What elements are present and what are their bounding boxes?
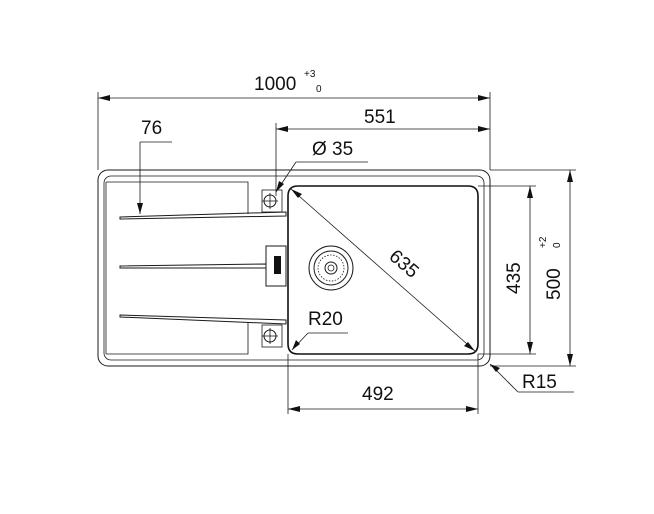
- arrowhead: [527, 342, 533, 354]
- arrowhead: [478, 95, 490, 101]
- arrowhead: [464, 342, 475, 351]
- dim-bowl-to-edge: 551: [276, 107, 490, 132]
- dim-inner-radius: R20: [291, 309, 348, 351]
- drain-center: [324, 261, 338, 275]
- tap-hole-top: [261, 189, 283, 213]
- dim-diagonal-line: [290, 188, 476, 352]
- overflow-frame: [265, 245, 287, 287]
- dim-tap-hole-value: Ø 35: [312, 139, 353, 160]
- dim-drainer-offset-value: 76: [141, 118, 162, 139]
- dim-overall-depth: 500 +2 0: [538, 170, 573, 366]
- tap-hole-bottom: [261, 324, 283, 348]
- dim-bowl-to-edge-value: 551: [364, 107, 396, 128]
- dim-bowl-depth: 435: [504, 186, 533, 354]
- bowl: [287, 185, 479, 355]
- drainer-groove-middle: [119, 263, 267, 269]
- drain-core: [327, 264, 335, 272]
- dim-diagonal-value: 635: [385, 246, 423, 283]
- dim-bowl-width: 492: [288, 384, 478, 412]
- dim-overall-width: 1000 +3 0: [98, 69, 490, 101]
- dim-bowl-depth-value: 435: [504, 262, 525, 294]
- overflow-slot: [274, 256, 281, 274]
- outer-contour: [97, 169, 491, 367]
- arrowhead: [292, 340, 300, 350]
- arrowhead: [276, 181, 284, 192]
- arrowhead: [466, 406, 478, 412]
- drainer-area: [105, 181, 287, 355]
- dim-overall-width-value: 1000: [254, 74, 296, 95]
- drain-strainer: [317, 254, 345, 282]
- arrowhead: [98, 95, 110, 101]
- dim-inner-radius-value: R20: [308, 309, 343, 330]
- dim-overall-depth-tol-upper: +2: [538, 236, 549, 248]
- drainer-groove-bottom: [119, 314, 287, 325]
- arrowhead: [527, 186, 533, 198]
- arrowhead: [567, 170, 573, 182]
- drainer-groove-top: [119, 211, 287, 220]
- drainer-bottom-edge: [106, 322, 249, 355]
- arrowhead: [291, 189, 302, 198]
- arrowhead: [478, 126, 490, 132]
- dim-overall-depth-value: 500: [544, 268, 565, 300]
- arrowhead: [567, 354, 573, 366]
- sink-outline: [97, 169, 491, 367]
- arrowhead: [490, 364, 500, 372]
- dim-overall-width-tol-upper: +3: [304, 69, 316, 80]
- arrowhead: [288, 406, 300, 412]
- dim-bowl-width-value: 492: [362, 384, 394, 405]
- dim-drainer-offset: 76: [137, 118, 172, 214]
- inner-contour: [103, 175, 485, 361]
- arrowhead: [137, 203, 143, 214]
- extension-lines: [97, 92, 576, 414]
- dim-outer-radius-value: R15: [522, 372, 557, 393]
- dim-overall-depth-tol-lower: 0: [552, 242, 563, 248]
- dim-overall-width-tol-lower: 0: [316, 84, 322, 95]
- drainer-top-edge: [106, 181, 249, 214]
- dim-outer-radius: R15: [489, 363, 574, 393]
- dim-tap-hole: Ø 35: [275, 139, 368, 193]
- bowl-outline: [287, 185, 479, 355]
- arrowhead: [276, 126, 288, 132]
- drain-outer-ring: [308, 245, 354, 291]
- drain-middle-ring: [313, 250, 349, 286]
